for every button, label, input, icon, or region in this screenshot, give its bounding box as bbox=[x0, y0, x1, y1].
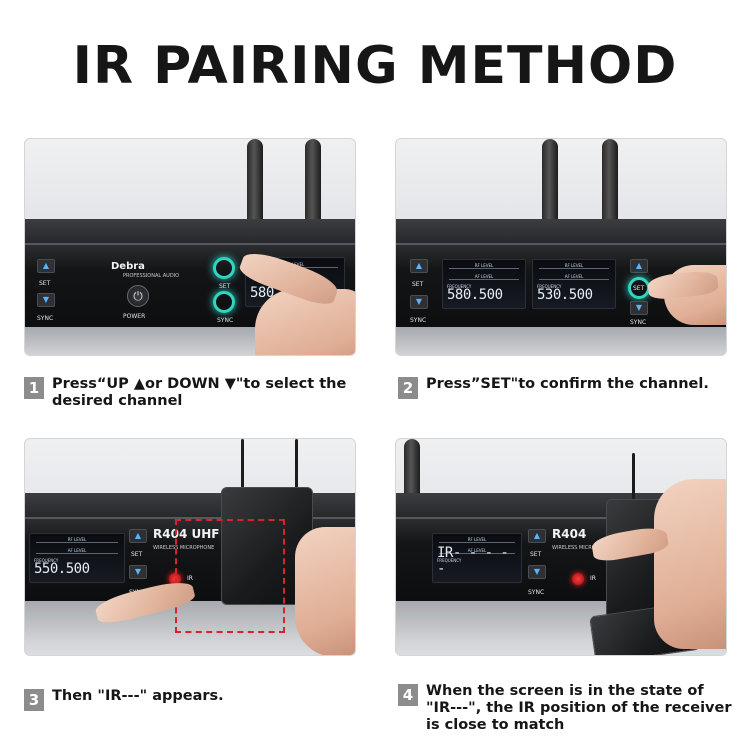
receiver-chassis bbox=[25, 219, 355, 245]
surface-reflection bbox=[396, 327, 726, 355]
frequency-tag: FREQUENCY bbox=[537, 284, 562, 289]
af-level-label: AF LEVEL bbox=[539, 274, 609, 280]
step-text: Press”SET"to confirm the channel. bbox=[426, 376, 709, 392]
model-subtitle: WIRELESS MICROPHONE bbox=[552, 545, 614, 551]
down-button-right[interactable]: ▼ bbox=[630, 301, 648, 315]
model-name: R404 bbox=[552, 527, 587, 541]
set-button-right[interactable]: SET bbox=[219, 283, 231, 290]
power-button[interactable]: ⏻ bbox=[127, 285, 149, 307]
bodypack-antenna bbox=[632, 453, 635, 503]
ir-sensor bbox=[572, 573, 584, 585]
sync-button-right[interactable]: SYNC bbox=[630, 319, 647, 326]
step-number: 3 bbox=[24, 689, 44, 711]
antenna-right bbox=[602, 139, 618, 225]
lcd-display: RF LEVEL AF LEVEL FREQUENCY 550.500 bbox=[29, 533, 125, 583]
step-2-caption: 2 Press”SET"to confirm the channel. bbox=[398, 376, 728, 399]
frequency-tag: FREQUENCY bbox=[437, 558, 462, 563]
mic-cable bbox=[295, 439, 298, 489]
down-button[interactable]: ▼ bbox=[528, 565, 546, 579]
lcd-display-a: RF LEVEL AF LEVEL FREQUENCY 580.500 bbox=[442, 259, 526, 309]
hand-holding-transmitter bbox=[654, 479, 726, 649]
lcd-display: RF LEVEL AF LEVEL FREQUENCY IR- - - - - bbox=[432, 533, 522, 583]
af-level-label: AF LEVEL bbox=[36, 548, 118, 554]
brand-subtitle: PROFESSIONAL AUDIO bbox=[123, 273, 180, 279]
step-1-photo: ▲ SET ▼ SYNC Debra PROFESSIONAL AUDIO ⏻ … bbox=[24, 138, 356, 356]
ir-pairing-readout: IR- - - - - bbox=[437, 545, 509, 577]
step-4-caption: 4 When the screen is in the state of "IR… bbox=[398, 683, 738, 734]
step-text: Then "IR---" appears. bbox=[52, 688, 224, 704]
antenna-left bbox=[247, 139, 263, 225]
up-button-highlight bbox=[213, 257, 235, 279]
step-1-caption: 1 Press“UP ▲or DOWN ▼"to select the desi… bbox=[24, 376, 364, 410]
model-subtitle: WIRELESS MICROPHONE bbox=[153, 545, 215, 551]
bodypack-antenna bbox=[241, 439, 244, 503]
lcd-display-b: RF LEVEL AF LEVEL FREQUENCY 530.500 bbox=[532, 259, 616, 309]
set-button[interactable]: SET bbox=[39, 280, 51, 287]
rf-level-label: RF LEVEL bbox=[449, 263, 519, 269]
down-button[interactable]: ▼ bbox=[410, 295, 428, 309]
down-button[interactable]: ▼ bbox=[129, 565, 147, 579]
down-button-highlight bbox=[213, 291, 235, 313]
ir-alignment-outline bbox=[175, 519, 285, 633]
ir-label: IR bbox=[187, 575, 193, 582]
frequency-readout: 550.500 bbox=[34, 561, 90, 577]
step-number: 1 bbox=[24, 377, 44, 399]
rf-level-label: RF LEVEL bbox=[36, 537, 118, 543]
rf-level-label: RF LEVEL bbox=[439, 537, 515, 543]
set-button[interactable]: SET bbox=[131, 551, 143, 558]
step-4-photo: RF LEVEL AF LEVEL FREQUENCY IR- - - - - … bbox=[395, 438, 727, 656]
step-number: 2 bbox=[398, 377, 418, 399]
step-3-caption: 3 Then "IR---" appears. bbox=[24, 688, 354, 711]
step-text: Press“UP ▲or DOWN ▼"to select the desire… bbox=[52, 376, 347, 409]
up-button[interactable]: ▲ bbox=[129, 529, 147, 543]
rf-level-label: RF LEVEL bbox=[539, 263, 609, 269]
up-button[interactable]: ▲ bbox=[37, 259, 55, 273]
frequency-readout-b: 530.500 bbox=[537, 287, 593, 303]
antenna-right bbox=[305, 139, 321, 225]
up-button[interactable]: ▲ bbox=[410, 259, 428, 273]
page-title: IR PAIRING METHOD bbox=[72, 36, 678, 96]
set-button[interactable]: SET bbox=[530, 551, 542, 558]
down-button[interactable]: ▼ bbox=[37, 293, 55, 307]
power-label: POWER bbox=[123, 313, 146, 320]
frequency-tag: FREQUENCY bbox=[447, 284, 472, 289]
receiver-chassis bbox=[396, 219, 726, 245]
step-2-photo: ▲ SET ▼ SYNC RF LEVEL AF LEVEL FREQUENCY… bbox=[395, 138, 727, 356]
hand-holding-transmitter bbox=[295, 527, 355, 655]
step-number: 4 bbox=[398, 684, 418, 706]
frequency-tag: FREQUENCY bbox=[34, 558, 59, 563]
up-button[interactable]: ▲ bbox=[528, 529, 546, 543]
sync-button[interactable]: SYNC bbox=[410, 317, 427, 324]
frequency-readout: 580 bbox=[250, 285, 274, 301]
antenna-left bbox=[542, 139, 558, 225]
af-level-label: AF LEVEL bbox=[449, 274, 519, 280]
ir-label: IR bbox=[590, 575, 596, 582]
brand-logo: Debra bbox=[111, 261, 145, 272]
sync-button[interactable]: SYNC bbox=[37, 315, 54, 322]
set-button-right[interactable]: SET bbox=[633, 285, 645, 292]
antenna bbox=[404, 439, 420, 495]
frequency-readout-a: 580.500 bbox=[447, 287, 503, 303]
af-level-label: AF LEVEL bbox=[439, 548, 515, 554]
model-name: R404 UHF bbox=[153, 527, 220, 541]
step-text: When the screen is in the state of "IR--… bbox=[426, 683, 732, 733]
step-3-photo: RF LEVEL AF LEVEL FREQUENCY 550.500 ▲ SE… bbox=[24, 438, 356, 656]
set-button[interactable]: SET bbox=[412, 281, 424, 288]
sync-button[interactable]: SYNC bbox=[528, 589, 545, 596]
sync-button-right[interactable]: SYNC bbox=[217, 317, 234, 324]
up-button-right[interactable]: ▲ bbox=[630, 259, 648, 273]
